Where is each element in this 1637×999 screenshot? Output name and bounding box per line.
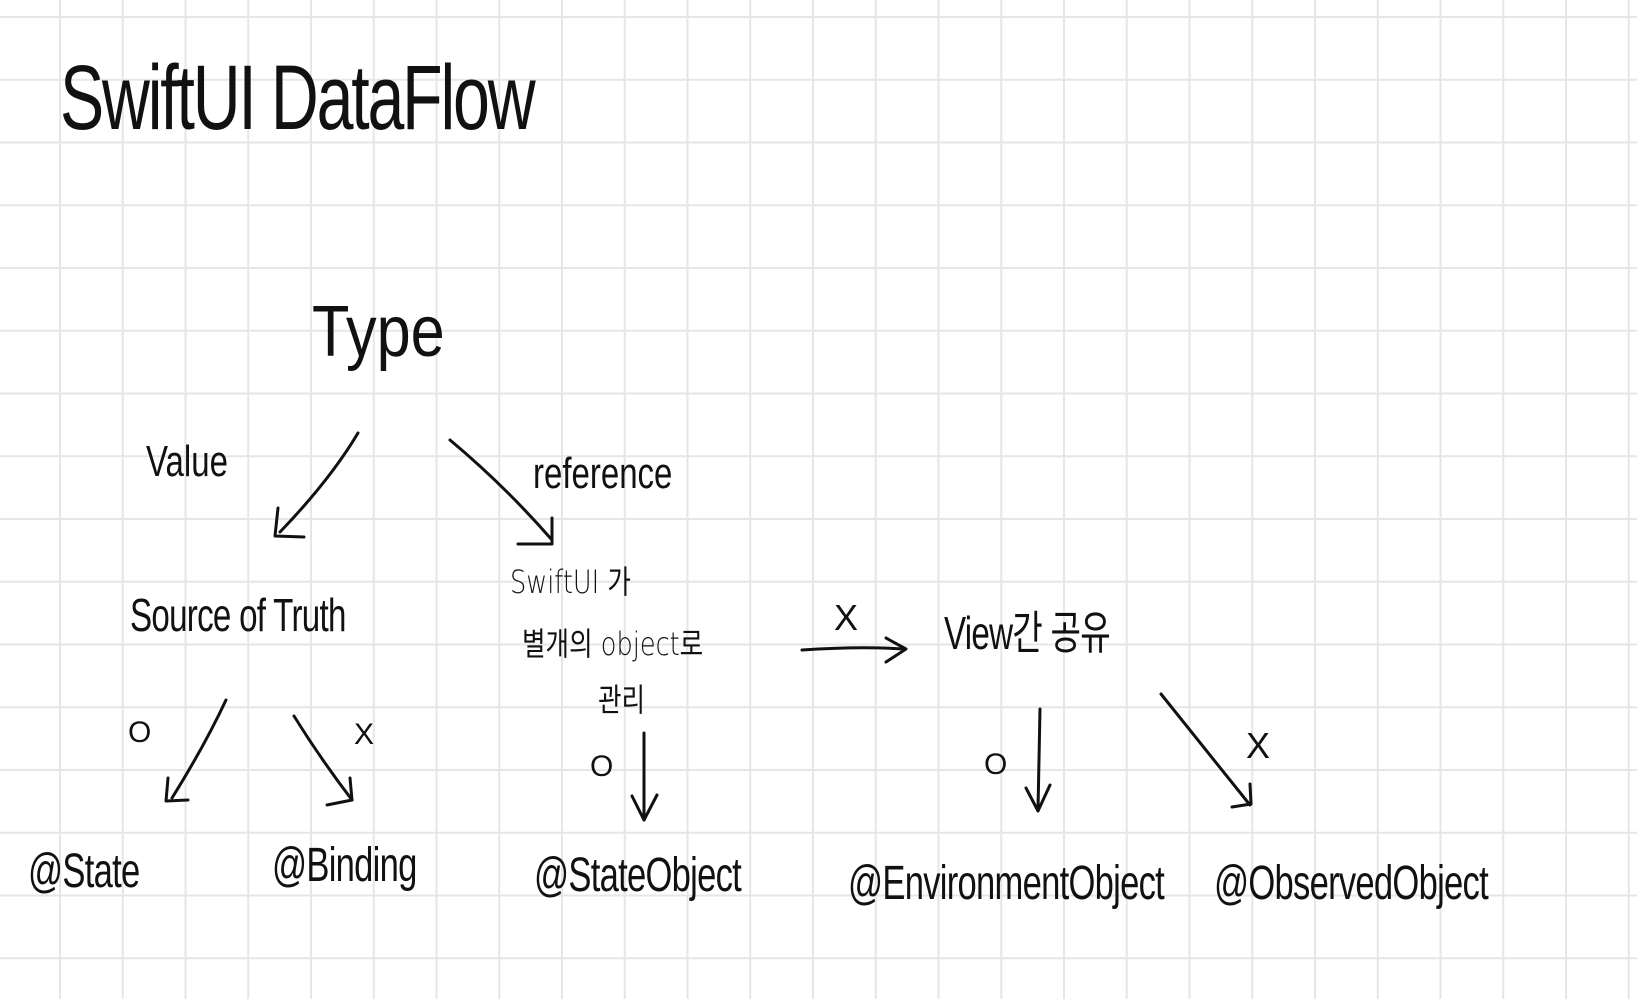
edge-label-value: Value (146, 437, 228, 486)
leaf-observedobject: @ObservedObject (1214, 857, 1489, 910)
mark-yes-stateobject: O (590, 750, 614, 783)
node-swiftui-managed-line3: 관리 (598, 681, 646, 719)
leaf-binding: @Binding (272, 839, 417, 892)
leaf-stateobject: @StateObject (534, 849, 742, 902)
leaf-environmentobject: @EnvironmentObject (848, 857, 1165, 910)
mark-no-view-shared: X (834, 597, 859, 638)
mark-no-binding: X (354, 718, 375, 751)
leaf-state: @State (28, 845, 140, 898)
mark-yes-environmentobject: O (984, 748, 1008, 781)
mark-yes-state: O (128, 716, 152, 749)
node-swiftui-managed-line2: 별개의 object로 (522, 625, 704, 663)
node-source-of-truth: Source of Truth (130, 589, 346, 641)
mark-no-observedobject: X (1246, 725, 1271, 766)
node-type: Type (312, 292, 445, 372)
edge-label-reference: reference (533, 449, 673, 498)
node-view-shared: View간 공유 (944, 607, 1111, 659)
page-title: SwiftUI DataFlow (60, 47, 536, 149)
node-swiftui-managed-line1: SwiftUI 가 (510, 563, 631, 601)
